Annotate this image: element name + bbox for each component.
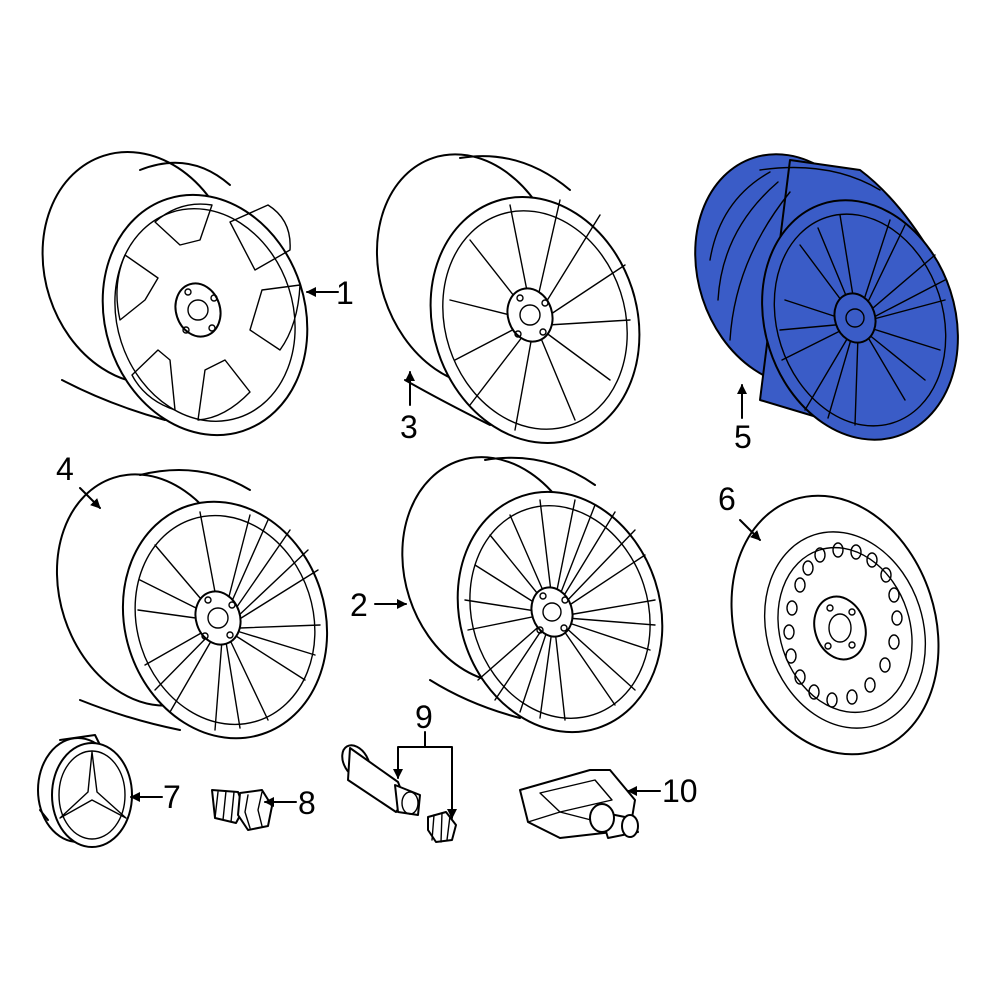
callout-6: 6 xyxy=(718,481,736,517)
star-emblem-icon xyxy=(59,751,127,819)
callout-4: 4 xyxy=(56,451,74,487)
callout-7: 7 xyxy=(163,779,181,815)
wheel-3[interactable] xyxy=(348,130,671,470)
lug-bolt-8[interactable] xyxy=(211,789,273,831)
valve-cap-9[interactable] xyxy=(427,811,457,843)
tpms-sensor-10[interactable] xyxy=(519,769,639,839)
spare-wheel-6[interactable] xyxy=(699,469,971,782)
wheel-4[interactable] xyxy=(28,450,357,765)
wheel-2[interactable] xyxy=(374,433,693,759)
spare-wheel-holes xyxy=(783,542,903,708)
center-cap-7[interactable] xyxy=(37,734,133,848)
callout-5: 5 xyxy=(734,419,752,455)
callout-9: 9 xyxy=(415,699,433,735)
callout-8: 8 xyxy=(298,785,316,821)
callout-10: 10 xyxy=(662,773,698,809)
wheel-5-highlighted[interactable] xyxy=(666,129,988,465)
leader-lines xyxy=(79,287,761,819)
wheel-1[interactable] xyxy=(13,126,338,462)
callout-2: 2 xyxy=(350,587,368,623)
callout-3: 3 xyxy=(400,409,418,445)
callout-1: 1 xyxy=(336,275,354,311)
valve-stem-9[interactable] xyxy=(337,740,421,816)
